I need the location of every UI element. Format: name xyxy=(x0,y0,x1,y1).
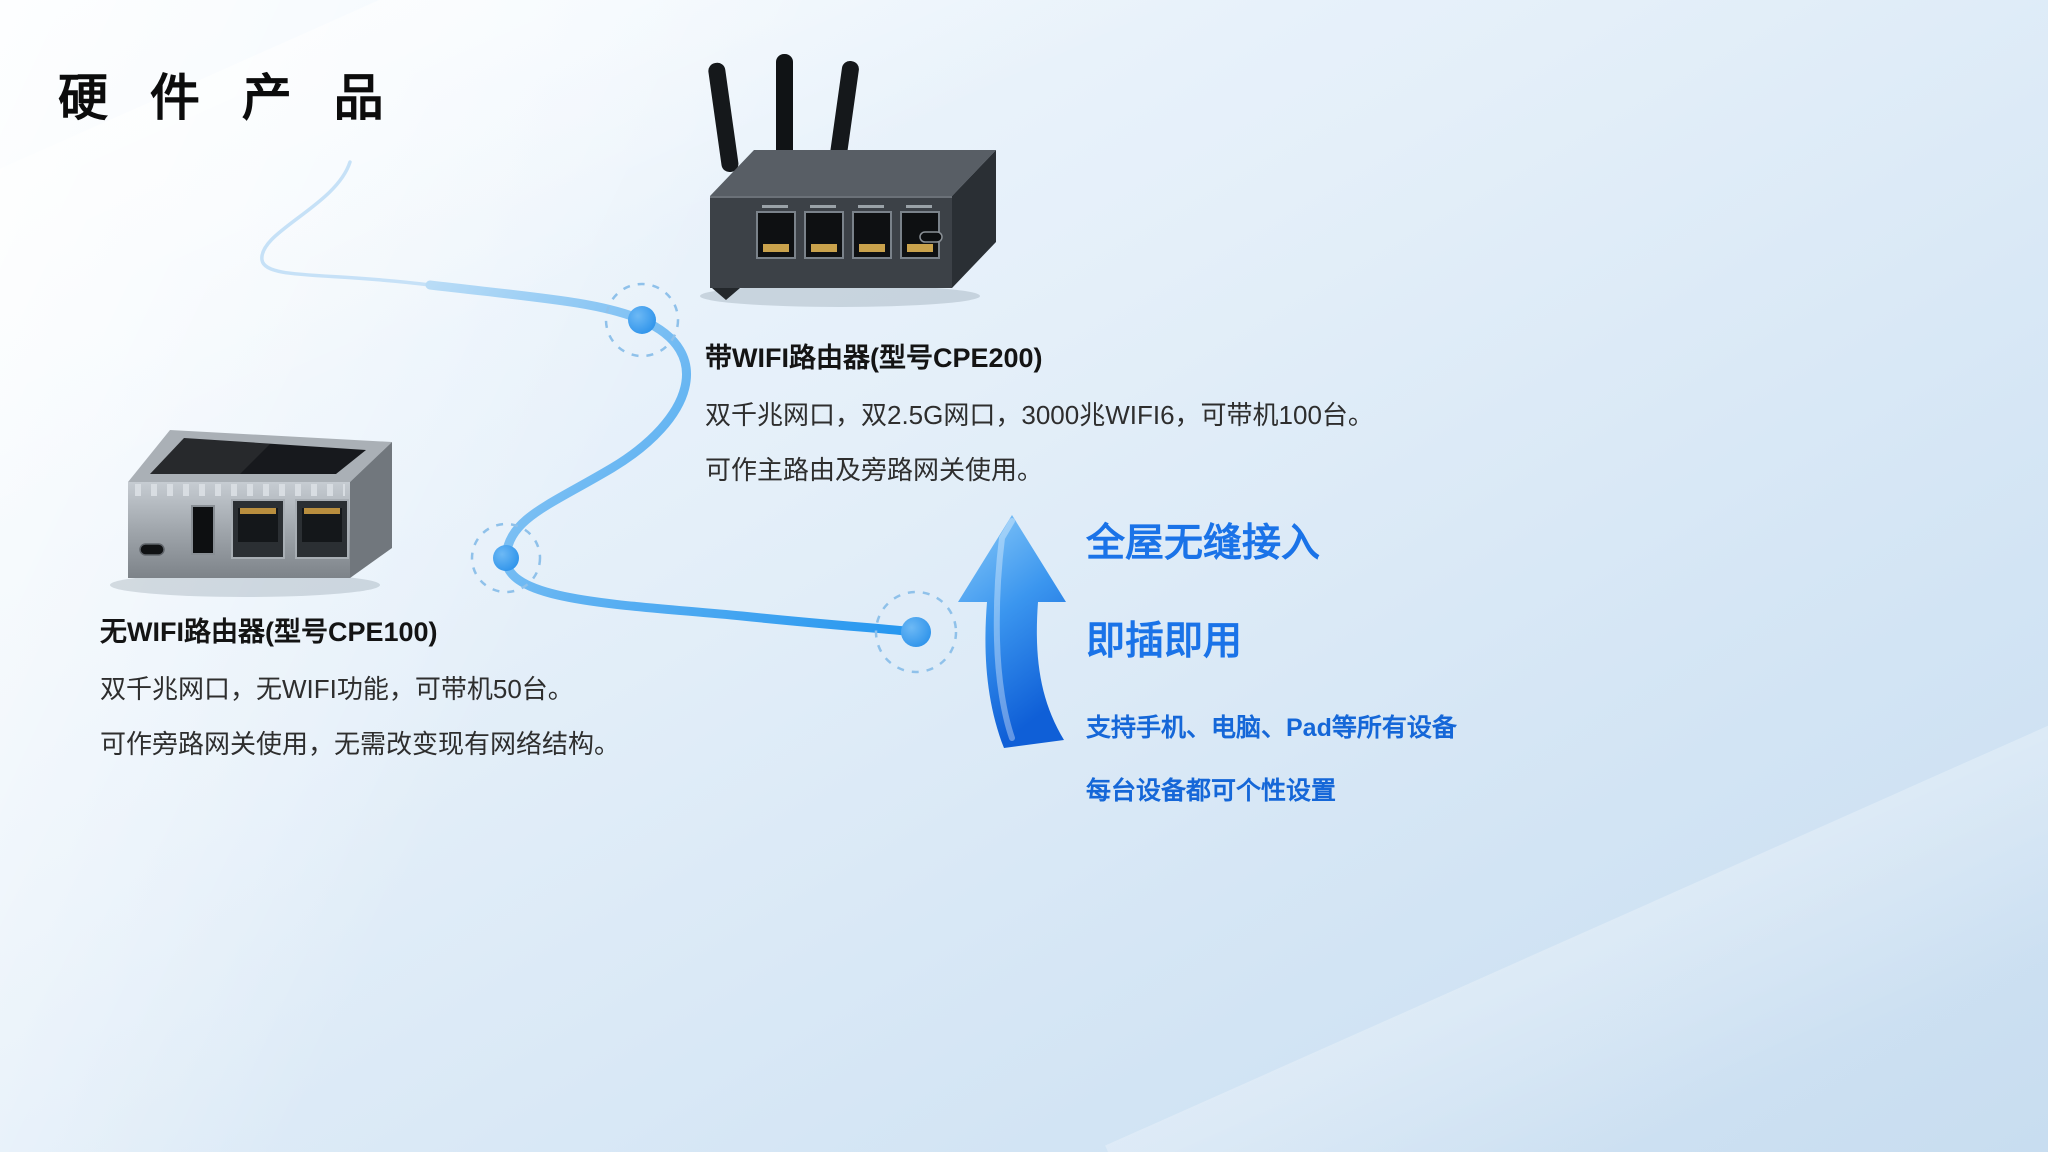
usb-port xyxy=(191,505,215,555)
up-arrow-icon xyxy=(958,515,1066,748)
usbc-port xyxy=(139,543,165,556)
feature-headline-1: 全屋无缝接入 xyxy=(1086,522,1321,565)
connection-node xyxy=(874,590,958,674)
feature-detail-1: 支持手机、电脑、Pad等所有设备 xyxy=(1086,714,1457,742)
cpe100-desc-line1: 双千兆网口，无WIFI功能，可带机50台。 xyxy=(100,674,574,704)
cpe200-desc-line1: 双千兆网口，双2.5G网口，3000兆WIFI6，可带机100台。 xyxy=(705,400,1374,430)
ethernet-port xyxy=(295,499,349,559)
feature-detail-2: 每台设备都可个性设置 xyxy=(1086,777,1337,805)
connection-node xyxy=(470,522,542,594)
cpe200-desc-line2: 可作主路由及旁路网关使用。 xyxy=(705,455,1044,485)
cpe100-info: 无WIFI路由器(型号CPE100) 双千兆网口，无WIFI功能，可带机50台。… xyxy=(100,610,620,779)
usbc-port xyxy=(919,231,943,243)
connector-curve xyxy=(260,160,921,637)
connection-node xyxy=(604,282,680,358)
features-panel: 全屋无缝接入 即插即用 支持手机、电脑、Pad等所有设备 每台设备都可个性设置 xyxy=(1086,512,1457,834)
cpe200-info: 带WIFI路由器(型号CPE200) 双千兆网口，双2.5G网口，3000兆WI… xyxy=(705,336,1374,505)
feature-headline-2: 即插即用 xyxy=(1086,620,1243,663)
router-cpe200-image xyxy=(700,54,996,307)
page-title: 硬 件 产 品 xyxy=(58,70,398,126)
ethernet-port xyxy=(231,499,285,559)
cpe200-name: 带WIFI路由器(型号CPE200) xyxy=(705,343,1043,373)
cpe100-name: 无WIFI路由器(型号CPE100) xyxy=(100,617,438,647)
cpe100-desc-line2: 可作旁路网关使用，无需改变现有网络结构。 xyxy=(100,729,621,759)
router-cpe100-image xyxy=(110,430,392,597)
